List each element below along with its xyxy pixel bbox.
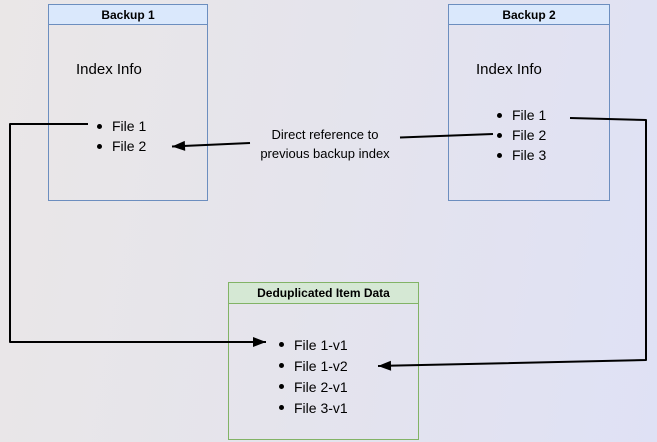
bullet-icon bbox=[279, 363, 284, 368]
list-item: File 2 bbox=[97, 136, 146, 156]
backup2-index-info-label: Index Info bbox=[476, 61, 542, 78]
backup1-file-list: File 1 File 2 bbox=[97, 116, 146, 156]
bullet-icon bbox=[97, 123, 102, 129]
dedup-file2v1: File 2-v1 bbox=[294, 378, 348, 395]
dedup-file1v1: File 1-v1 bbox=[294, 336, 348, 353]
backup1-title: Backup 1 bbox=[101, 7, 155, 22]
backup1-file1: File 1 bbox=[112, 118, 147, 134]
list-item: File 2 bbox=[497, 125, 546, 145]
backup2-file2: File 2 bbox=[512, 127, 547, 143]
backup1-header: Backup 1 bbox=[49, 5, 207, 25]
list-item: File 3 bbox=[497, 145, 546, 165]
bullet-icon bbox=[97, 143, 102, 149]
backup2-file-list: File 1 File 2 File 3 bbox=[497, 105, 546, 165]
list-item: File 1-v1 bbox=[279, 334, 348, 355]
edge-label-line1: Direct reference to bbox=[271, 127, 379, 142]
dedup-file-list: File 1-v1 File 1-v2 File 2-v1 File 3-v1 bbox=[279, 334, 348, 418]
backup2-header: Backup 2 bbox=[449, 5, 609, 25]
dedup-box: Deduplicated Item Data bbox=[228, 282, 419, 440]
backup2-title: Backup 2 bbox=[502, 7, 556, 22]
edge-label-line2: previous backup index bbox=[260, 146, 390, 161]
backup2-file1: File 1 bbox=[512, 107, 547, 123]
bullet-icon bbox=[497, 132, 502, 138]
backup2-box: Backup 2 bbox=[448, 4, 610, 201]
backup2-file3: File 3 bbox=[512, 147, 547, 163]
list-item: File 3-v1 bbox=[279, 397, 348, 418]
dedup-title: Deduplicated Item Data bbox=[257, 286, 390, 300]
bullet-icon bbox=[497, 112, 502, 118]
edge-label: Direct reference to previous backup inde… bbox=[243, 125, 407, 163]
bullet-icon bbox=[497, 152, 502, 158]
list-item: File 2-v1 bbox=[279, 376, 348, 397]
dedup-file3v1: File 3-v1 bbox=[294, 399, 348, 416]
backup1-index-info-label: Index Info bbox=[76, 61, 142, 78]
list-item: File 1-v2 bbox=[279, 355, 348, 376]
dedup-header: Deduplicated Item Data bbox=[229, 283, 418, 304]
backup1-box: Backup 1 bbox=[48, 4, 208, 201]
list-item: File 1 bbox=[497, 105, 546, 125]
list-item: File 1 bbox=[97, 116, 146, 136]
bullet-icon bbox=[279, 384, 284, 389]
backup1-file2: File 2 bbox=[112, 138, 147, 154]
bullet-icon bbox=[279, 342, 284, 347]
bullet-icon bbox=[279, 405, 284, 410]
dedup-file1v2: File 1-v2 bbox=[294, 357, 348, 374]
